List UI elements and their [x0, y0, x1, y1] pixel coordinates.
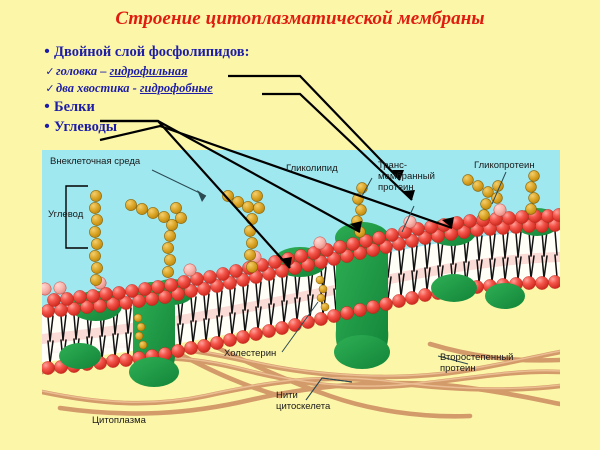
check-marker: ✓ — [45, 82, 55, 95]
diagram-leader-lines — [151, 169, 507, 401]
outline-emphasis: гидрофобные — [139, 80, 213, 95]
outline-list: • Двойной слой фосфолипидов: ✓ головка –… — [40, 44, 360, 140]
label-glycolipid: Гликолипид — [286, 163, 338, 174]
list-item: • Белки — [40, 99, 360, 115]
outline-text: Двойной слой фосфолипидов: — [54, 44, 250, 60]
outline-text: головка – гидрофильная — [56, 63, 188, 78]
outline-leader-arrowheads — [280, 170, 454, 268]
cholesterol-molecules — [133, 275, 330, 350]
outline-text: Белки — [54, 98, 95, 115]
list-item: • Двойной слой фосфолипидов: — [40, 44, 360, 60]
bullet-marker: • — [44, 97, 50, 115]
diagram-leader-arrowheads — [197, 190, 206, 202]
outline-text: два хвостика - гидрофобные — [56, 80, 213, 95]
label-transmembrane-protein: Транс- мембранный протеин — [378, 160, 435, 194]
label-cholesterol: Холестерин — [224, 348, 277, 359]
list-item: ✓ головка – гидрофильная — [44, 63, 360, 78]
bullet-marker: • — [44, 43, 50, 60]
outline-leader-lines — [99, 74, 453, 269]
lipid-tails-inner — [47, 254, 558, 364]
peripheral-proteins-inner — [59, 274, 525, 387]
label-cytoplasm: Цитоплазма — [92, 415, 146, 426]
page-title: Строение цитоплазматической мембраны — [115, 8, 485, 29]
label-glycoprotein: Гликопротеин — [474, 160, 535, 171]
label-cytoskeleton: Нити цитоскелета — [276, 390, 331, 413]
carbohydrate-chains — [89, 170, 540, 286]
list-item: • Углеводы — [40, 119, 360, 135]
outline-text: Углеводы — [54, 119, 118, 135]
outline-emphasis: гидрофильная — [109, 63, 188, 78]
bullet-marker: • — [44, 118, 50, 135]
label-peripheral-protein: Второстепенный протеин — [440, 352, 514, 375]
label-extracellular: Внеклеточная среда — [50, 156, 141, 167]
list-item: ✓ два хвостика - гидрофобные — [44, 80, 360, 95]
label-carbohydrate: Углевод — [48, 209, 84, 220]
check-marker: ✓ — [45, 65, 55, 78]
carbohydrate-bracket — [65, 185, 88, 249]
